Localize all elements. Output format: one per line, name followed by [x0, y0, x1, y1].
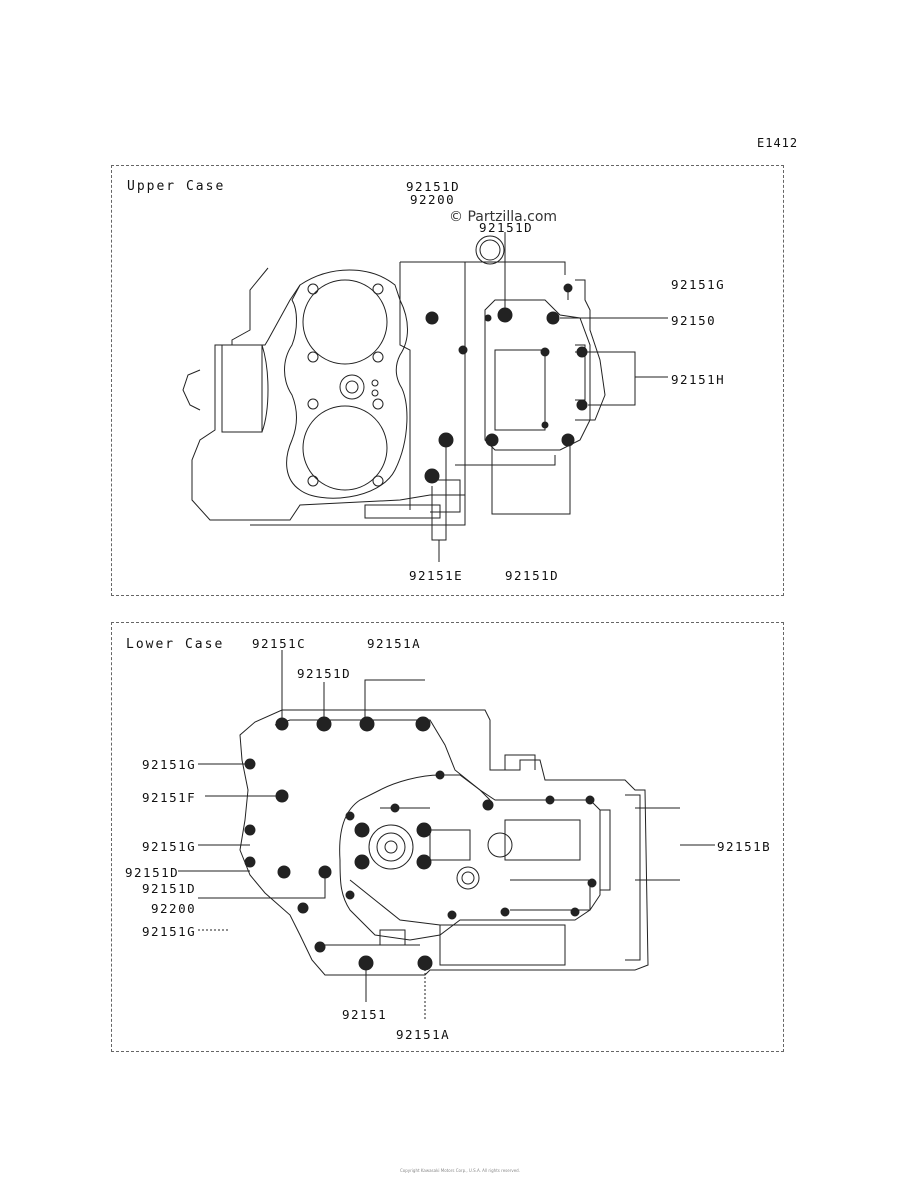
- label-upper-92151e[interactable]: 92151E: [409, 568, 464, 583]
- lower-case-panel: [111, 622, 784, 1052]
- watermark: © Partzilla.com: [449, 209, 558, 225]
- label-lower-92151d-1[interactable]: 92151D: [125, 865, 180, 880]
- label-upper-92150[interactable]: 92150: [671, 313, 717, 328]
- lower-case-bolts: [244, 716, 597, 971]
- label-upper-92151g[interactable]: 92151G: [671, 277, 726, 292]
- label-upper-92151d-center[interactable]: 92151D: [479, 220, 534, 235]
- label-lower-92151f[interactable]: 92151F: [142, 790, 197, 805]
- label-lower-92151d-2[interactable]: 92151D: [142, 881, 197, 896]
- label-lower-92151g-1[interactable]: 92151G: [142, 757, 197, 772]
- label-lower-92151g-3[interactable]: 92151G: [142, 924, 197, 939]
- label-lower-92200[interactable]: 92200: [151, 901, 197, 916]
- upper-case-drawing: [182, 232, 668, 562]
- label-lower-92151g-2[interactable]: 92151G: [142, 839, 197, 854]
- page-code: E1412: [757, 136, 799, 150]
- label-lower-92151b[interactable]: 92151B: [717, 839, 772, 854]
- label-upper-92200[interactable]: 92200: [410, 192, 456, 207]
- upper-case-bolts: [424, 283, 588, 484]
- label-lower-92151a-top[interactable]: 92151A: [367, 636, 422, 651]
- label-lower-92151a-bottom[interactable]: 92151A: [396, 1027, 451, 1042]
- upper-case-panel: [111, 165, 784, 596]
- label-lower-92151d-top[interactable]: 92151D: [297, 666, 352, 681]
- label-upper-92151d-bottom[interactable]: 92151D: [505, 568, 560, 583]
- upper-case-title: Upper Case: [127, 179, 226, 194]
- lower-case-title: Lower Case: [126, 637, 225, 652]
- label-lower-92151[interactable]: 92151: [342, 1007, 388, 1022]
- label-lower-92151c[interactable]: 92151C: [252, 636, 307, 651]
- copyright-text: Copyright Kawasaki Motors Corp., U.S.A. …: [400, 1168, 520, 1173]
- lower-case-drawing: [178, 650, 715, 1020]
- label-upper-92151h[interactable]: 92151H: [671, 372, 726, 387]
- label-upper-92151d-top[interactable]: 92151D: [406, 179, 461, 194]
